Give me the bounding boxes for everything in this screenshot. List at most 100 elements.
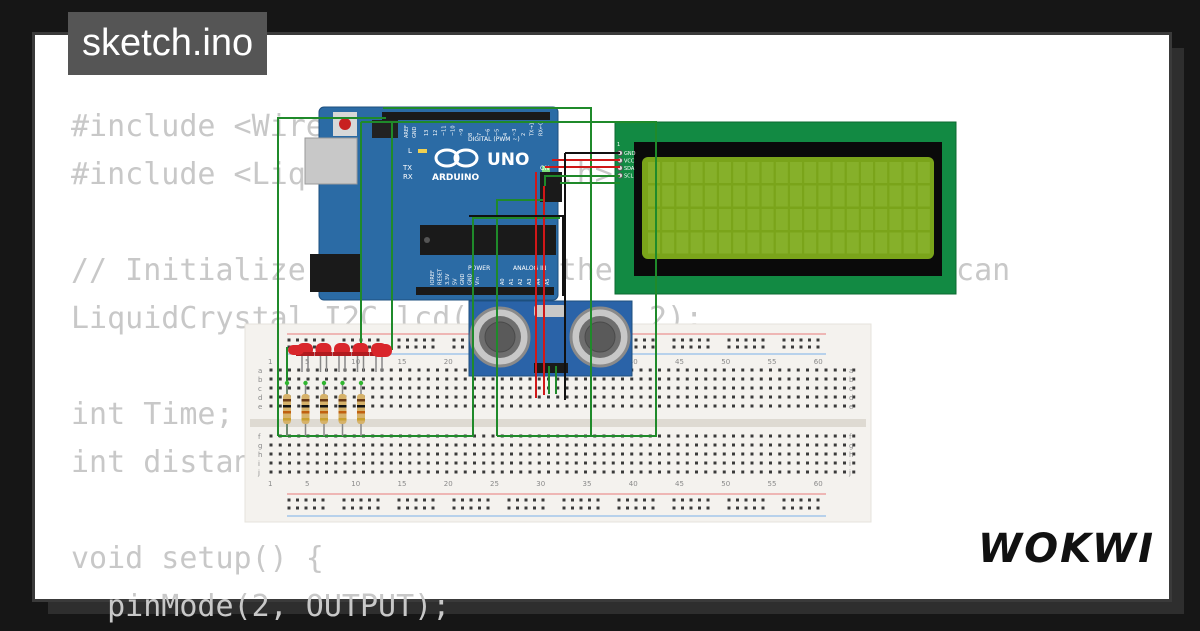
analog-label: ANALOG IN xyxy=(513,265,546,272)
arduino-logo xyxy=(434,148,479,168)
led[interactable] xyxy=(333,343,351,372)
analog-pin-label: A1 xyxy=(509,278,515,285)
breadboard-column-label: 5 xyxy=(305,480,309,488)
digital-pin-label: ~3 xyxy=(512,129,518,136)
digital-pin-label: 13 xyxy=(424,130,430,136)
analog-pin-label: A5 xyxy=(545,278,551,285)
digital-pin-label: RX←0 xyxy=(538,122,544,136)
breadboard-row-label: d xyxy=(258,394,262,402)
breadboard-column-label: 20 xyxy=(444,480,453,488)
lcd-pin-label: VCC xyxy=(624,159,635,165)
breadboard-row-label: g xyxy=(849,442,853,450)
digital-pin-label: 2 xyxy=(521,133,527,136)
breadboard-column-label: 40 xyxy=(629,480,638,488)
breadboard-row-label: a xyxy=(849,367,853,375)
breadboard-column-label: 50 xyxy=(721,480,730,488)
rx-label: RX xyxy=(403,173,413,181)
breadboard-row-label: e xyxy=(849,403,853,411)
breadboard-column-label: 60 xyxy=(814,358,823,366)
ultrasonic-sensor[interactable] xyxy=(468,300,633,377)
power-pin-label: Vin xyxy=(475,277,481,285)
breadboard-row-label: j xyxy=(848,469,851,477)
breadboard-row-label: i xyxy=(849,460,851,468)
power-pin-label: GND xyxy=(468,273,474,285)
breadboard-column-label: 55 xyxy=(768,480,777,488)
on-label: ON xyxy=(540,165,549,172)
analog-pin-label: A0 xyxy=(500,278,506,285)
lcd-pin-label: GND xyxy=(624,151,636,157)
breadboard-row-label: g xyxy=(258,442,262,450)
breadboard-column-label: 30 xyxy=(536,480,545,488)
breadboard-column-label: 50 xyxy=(721,358,730,366)
resistor[interactable] xyxy=(320,380,328,436)
digital-header xyxy=(382,112,550,120)
file-name-label: sketch.ino xyxy=(68,12,268,75)
breadboard-row-label: b xyxy=(258,376,263,384)
breadboard-row-label: a xyxy=(258,367,262,375)
code-line: pinMode(2, OUTPUT); xyxy=(71,589,451,624)
breadboard-column-label: 15 xyxy=(398,358,407,366)
breadboard-row-label: j xyxy=(257,469,260,477)
digital-pin-label: 7 xyxy=(477,133,483,136)
code-line: void setup() { xyxy=(71,541,324,576)
breadboard-row-label: f xyxy=(849,433,852,441)
led[interactable] xyxy=(372,344,392,357)
power-pin-label: IOREF xyxy=(430,270,436,285)
arduino-uno-board[interactable]: UNO ARDUINO DIGITAL (PWM ~) POWER ANALOG… xyxy=(304,106,562,301)
digital-pin-label: ~9 xyxy=(459,129,465,136)
led[interactable] xyxy=(314,343,333,372)
digital-pin-label: TX→1 xyxy=(530,122,536,137)
power-analog-header xyxy=(416,287,554,295)
resistor[interactable] xyxy=(283,380,291,436)
breadboard-row-label: d xyxy=(849,394,853,402)
breadboard-column-label: 5 xyxy=(305,358,309,366)
resistor[interactable] xyxy=(338,380,347,436)
power-pin-label: 3.3V xyxy=(445,273,451,285)
digital-pin-label: ~11 xyxy=(442,125,448,136)
digital-pin-label: 8 xyxy=(468,133,474,136)
board-brand-label: ARDUINO xyxy=(432,173,480,183)
led-array xyxy=(288,343,392,372)
digital-pin-label: ~10 xyxy=(450,125,456,136)
led[interactable] xyxy=(288,345,304,355)
breadboard-column-label: 20 xyxy=(444,358,453,366)
l-label: L xyxy=(408,147,412,155)
breadboard-row-label: c xyxy=(849,385,853,393)
digital-pin-label: 12 xyxy=(433,130,439,136)
resistor[interactable] xyxy=(301,380,310,436)
breadboard-column-label: 1 xyxy=(268,480,272,488)
usb-port xyxy=(304,137,358,185)
resistor[interactable] xyxy=(357,380,365,436)
breadboard-column-label: 55 xyxy=(768,358,777,366)
atmega-chip xyxy=(420,225,556,255)
breadboard-row-label: b xyxy=(849,376,854,384)
resistor-array xyxy=(283,380,365,436)
power-pin-label: RESET xyxy=(438,268,444,285)
board-model-label: UNO xyxy=(487,150,529,170)
power-label: POWER xyxy=(468,265,490,272)
power-pin-label: GND xyxy=(460,273,466,285)
breadboard-column-label: 35 xyxy=(583,480,592,488)
code-line: int Time; xyxy=(71,397,234,432)
breadboard-row-label: f xyxy=(258,433,261,441)
breadboard[interactable]: 1155101015152020252530303535404045455050… xyxy=(244,323,872,523)
breadboard-row-label: i xyxy=(258,460,260,468)
breadboard-column-label: 10 xyxy=(351,358,360,366)
breadboard-column-label: 45 xyxy=(675,358,684,366)
power-jack xyxy=(310,254,360,292)
digital-pin-label: GND xyxy=(412,126,418,138)
breadboard-column-label: 10 xyxy=(351,480,360,488)
led[interactable] xyxy=(351,343,370,372)
breadboard-column-label: 45 xyxy=(675,480,684,488)
breadboard-row-label: c xyxy=(258,385,262,393)
analog-pin-label: A2 xyxy=(518,278,524,285)
lcd-pin-label: SDA xyxy=(624,166,635,172)
lcd-pin1-label: 1 xyxy=(617,142,620,148)
digital-pin-label: AREF xyxy=(404,125,410,138)
breadboard-column-label: 1 xyxy=(268,358,272,366)
lcd-pin-label: SCL xyxy=(624,174,634,180)
analog-pin-label: A3 xyxy=(527,278,533,285)
digital-pin-label: ~5 xyxy=(494,129,500,136)
